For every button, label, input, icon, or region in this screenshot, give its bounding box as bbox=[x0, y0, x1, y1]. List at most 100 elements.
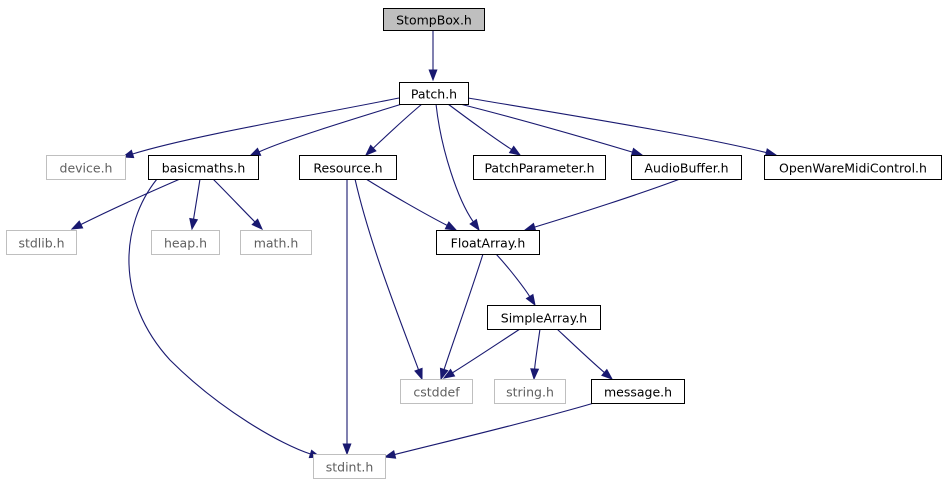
node-box bbox=[148, 155, 259, 180]
node-box bbox=[6, 230, 77, 255]
arrowhead-icon bbox=[428, 69, 438, 82]
node-box bbox=[473, 155, 606, 180]
node-box bbox=[299, 155, 397, 180]
node-box bbox=[399, 82, 469, 105]
arrowhead-icon bbox=[469, 218, 480, 232]
arrowhead-icon bbox=[442, 368, 456, 379]
edge-line bbox=[354, 178, 420, 370]
node-openwaremidi[interactable]: OpenWareMidiControl.h bbox=[764, 155, 942, 180]
edge-layer bbox=[70, 29, 778, 459]
node-label: Patch.h bbox=[411, 87, 457, 102]
edge-line bbox=[80, 178, 181, 226]
node-string: string.h bbox=[494, 379, 566, 404]
node-label: SimpleArray.h bbox=[501, 311, 587, 326]
edge-simplearray-to-cstddef bbox=[442, 328, 521, 379]
node-math: math.h bbox=[240, 230, 312, 255]
arrowhead-icon bbox=[248, 147, 262, 157]
edge-line bbox=[365, 178, 448, 226]
node-label: FloatArray.h bbox=[451, 236, 526, 251]
edge-resource-to-floatarray bbox=[365, 178, 458, 231]
node-patch[interactable]: Patch.h bbox=[399, 82, 469, 105]
node-floatarray[interactable]: FloatArray.h bbox=[436, 230, 540, 255]
edge-line bbox=[193, 178, 201, 220]
arrowhead-icon bbox=[342, 443, 352, 456]
edge-basicmaths-to-math bbox=[212, 178, 263, 230]
edge-patch-to-floatarray bbox=[435, 103, 480, 232]
edge-message-to-stdint bbox=[383, 402, 595, 459]
node-box bbox=[151, 230, 220, 255]
node-box bbox=[494, 379, 566, 404]
node-box bbox=[436, 230, 540, 255]
edge-patch-to-device bbox=[121, 97, 400, 159]
edge-patch-to-patchparameter bbox=[447, 103, 522, 156]
node-stdlib: stdlib.h bbox=[6, 230, 77, 255]
edge-basicmaths-to-stdlib bbox=[70, 178, 181, 230]
edge-line bbox=[435, 103, 474, 223]
arrowhead-icon bbox=[530, 368, 540, 381]
arrowhead-icon bbox=[383, 450, 397, 459]
edge-simplearray-to-message bbox=[556, 328, 614, 380]
edge-floatarray-to-cstddef bbox=[439, 253, 484, 381]
node-stdint: stdint.h bbox=[313, 454, 386, 479]
edge-floatarray-to-simplearray bbox=[495, 253, 536, 307]
edge-line bbox=[132, 97, 400, 155]
node-label: AudioBuffer.h bbox=[644, 161, 728, 176]
node-box bbox=[591, 379, 685, 404]
arrowhead-icon bbox=[525, 293, 536, 307]
arrowhead-icon bbox=[439, 367, 449, 381]
node-label: basicmaths.h bbox=[162, 161, 246, 176]
node-label: stdint.h bbox=[326, 460, 374, 475]
node-label: device.h bbox=[60, 161, 113, 176]
arrowhead-icon bbox=[444, 221, 458, 231]
edge-line bbox=[534, 328, 541, 370]
edge-line bbox=[443, 253, 484, 370]
node-box bbox=[487, 305, 601, 330]
node-stompbox[interactable]: StompBox.h bbox=[383, 8, 485, 31]
node-box bbox=[46, 155, 126, 180]
node-simplearray[interactable]: SimpleArray.h bbox=[487, 305, 601, 330]
node-basicmaths[interactable]: basicmaths.h bbox=[148, 155, 259, 180]
edge-stompbox-to-patch bbox=[428, 29, 438, 82]
edge-patch-to-audiobuffer bbox=[459, 103, 644, 157]
edge-line bbox=[459, 103, 633, 153]
edge-basicmaths-to-stdint bbox=[128, 178, 322, 459]
arrowhead-icon bbox=[70, 220, 84, 230]
edge-line bbox=[556, 328, 605, 373]
arrowhead-icon bbox=[414, 367, 423, 381]
node-cstddef: cstddef bbox=[400, 379, 473, 404]
edge-line bbox=[467, 97, 767, 154]
edge-line bbox=[212, 178, 256, 223]
node-device: device.h bbox=[46, 155, 126, 180]
edge-audiobuffer-to-floatarray bbox=[523, 178, 681, 232]
node-patchparameter[interactable]: PatchParameter.h bbox=[473, 155, 606, 180]
arrowhead-icon bbox=[508, 145, 522, 156]
node-box bbox=[764, 155, 942, 180]
edge-line bbox=[258, 103, 403, 153]
node-label: cstddef bbox=[413, 385, 460, 400]
node-resource[interactable]: Resource.h bbox=[299, 155, 397, 180]
node-audiobuffer[interactable]: AudioBuffer.h bbox=[631, 155, 742, 180]
arrowhead-icon bbox=[364, 144, 377, 156]
edge-patch-to-basicmaths bbox=[248, 103, 403, 157]
edge-basicmaths-to-heap bbox=[189, 178, 201, 231]
edge-line bbox=[447, 103, 512, 150]
node-label: math.h bbox=[254, 236, 299, 251]
edge-line bbox=[128, 178, 311, 455]
node-label: message.h bbox=[604, 385, 672, 400]
node-label: StompBox.h bbox=[396, 13, 472, 28]
edge-line bbox=[452, 328, 521, 374]
edge-line bbox=[534, 178, 681, 228]
arrowhead-icon bbox=[251, 218, 263, 230]
node-box bbox=[400, 379, 473, 404]
node-label: PatchParameter.h bbox=[484, 161, 594, 176]
node-message[interactable]: message.h bbox=[591, 379, 685, 404]
arrowhead-icon bbox=[523, 222, 537, 232]
edge-resource-to-cstddef bbox=[354, 178, 423, 381]
node-label: string.h bbox=[506, 385, 554, 400]
node-label: Resource.h bbox=[313, 161, 382, 176]
arrowhead-icon bbox=[630, 147, 644, 157]
edge-line bbox=[394, 402, 595, 456]
arrowhead-icon bbox=[601, 368, 614, 380]
